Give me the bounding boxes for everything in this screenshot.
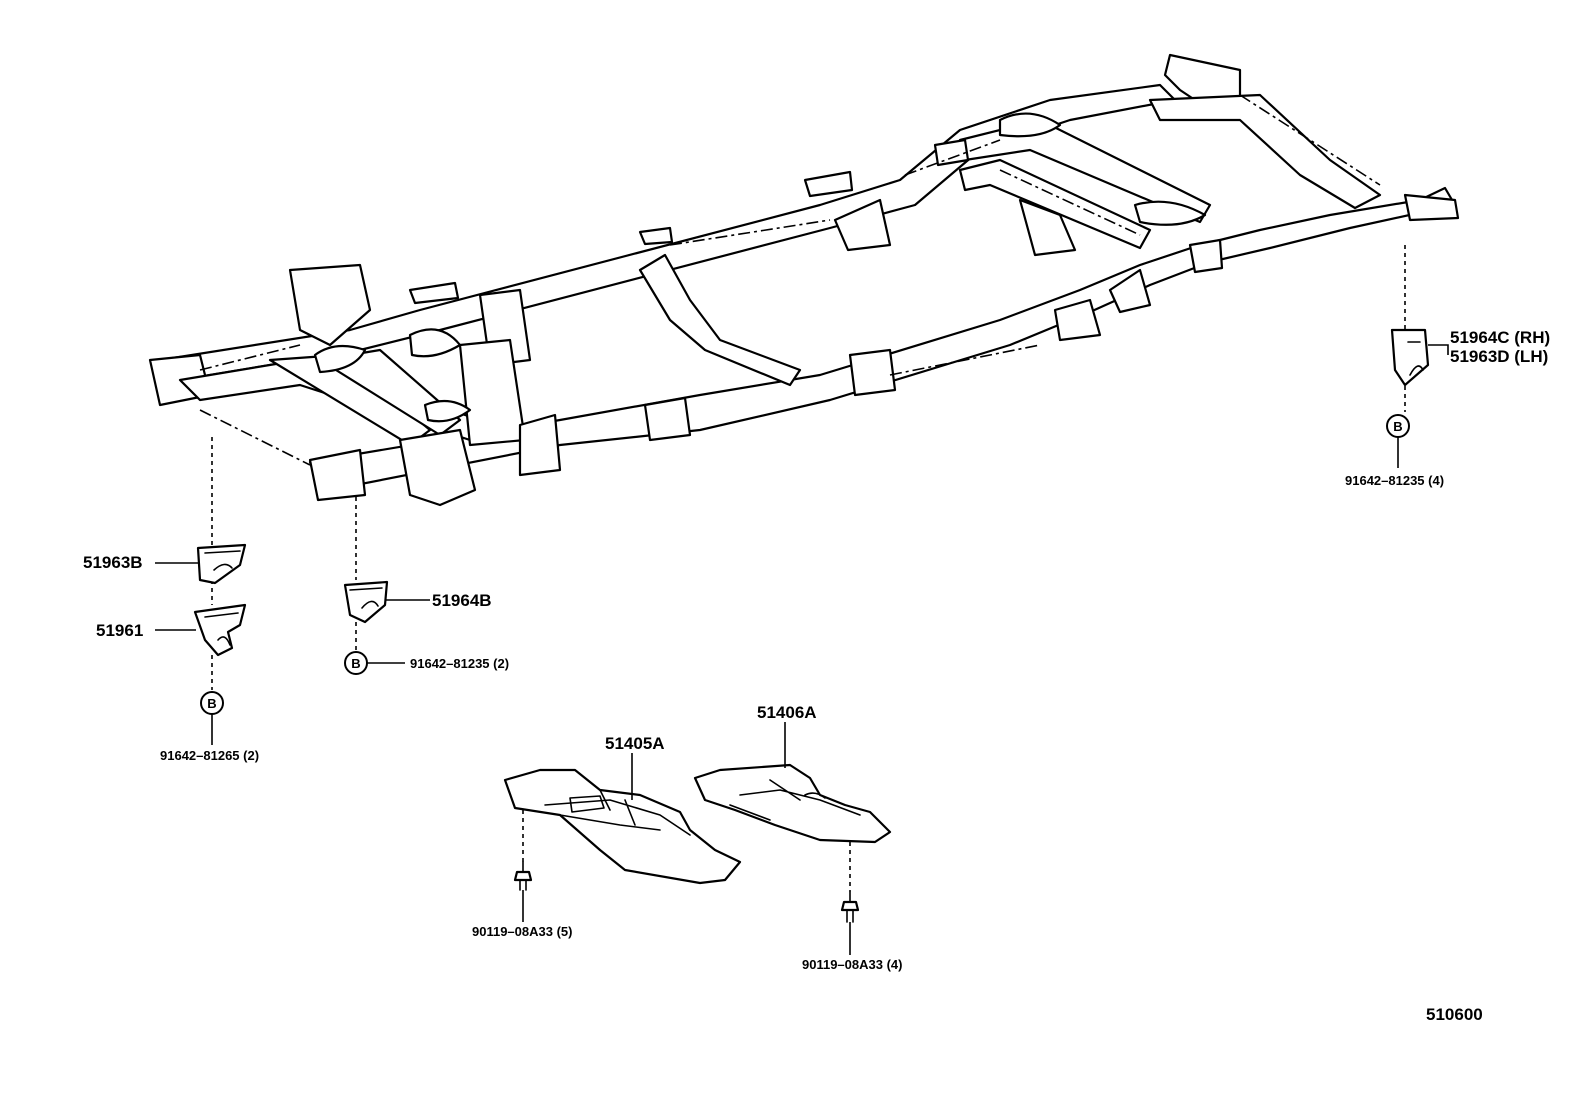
callout-51963B: 51963B — [83, 553, 143, 572]
b-marker-mid: B — [344, 651, 368, 675]
b-marker-left: B — [200, 691, 224, 715]
frame-assembly — [148, 53, 1460, 507]
callout-bolt-right: 91642–81235 (4) — [1345, 473, 1444, 488]
callout-51963D: 51963D (LH) — [1450, 347, 1548, 366]
callout-bolt-left: 91642–81265 (2) — [160, 748, 259, 763]
bracket-51964C-51963D — [1390, 328, 1430, 387]
callout-51405A: 51405A — [605, 734, 665, 753]
callout-screw-left: 90119–08A33 (5) — [472, 924, 572, 939]
callout-bolt-mid: 91642–81235 (2) — [410, 656, 509, 671]
bracket-51961 — [193, 603, 247, 657]
screw-right — [840, 891, 860, 923]
callout-51964B: 51964B — [432, 591, 492, 610]
svg-text:B: B — [207, 696, 216, 711]
skid-plate-51406A — [693, 763, 892, 844]
callout-screw-right: 90119–08A33 (4) — [802, 957, 902, 972]
leader-lines — [155, 344, 1449, 955]
screw-left — [513, 861, 533, 891]
diagram-code: 510600 — [1426, 1005, 1483, 1024]
callout-51406A: 51406A — [757, 703, 817, 722]
bracket-51964B — [343, 580, 389, 624]
svg-text:B: B — [351, 656, 360, 671]
skid-plate-51405A — [503, 768, 742, 885]
callout-labels: 51964C (RH) 51963D (LH) 91642–81235 (4) … — [83, 328, 1550, 1024]
callout-51964C: 51964C (RH) — [1450, 328, 1550, 347]
callout-51961: 51961 — [96, 621, 143, 640]
bracket-51963B — [196, 543, 247, 585]
b-marker-right: B — [1386, 414, 1410, 438]
assembly-lines — [211, 245, 1406, 892]
svg-text:B: B — [1393, 419, 1402, 434]
